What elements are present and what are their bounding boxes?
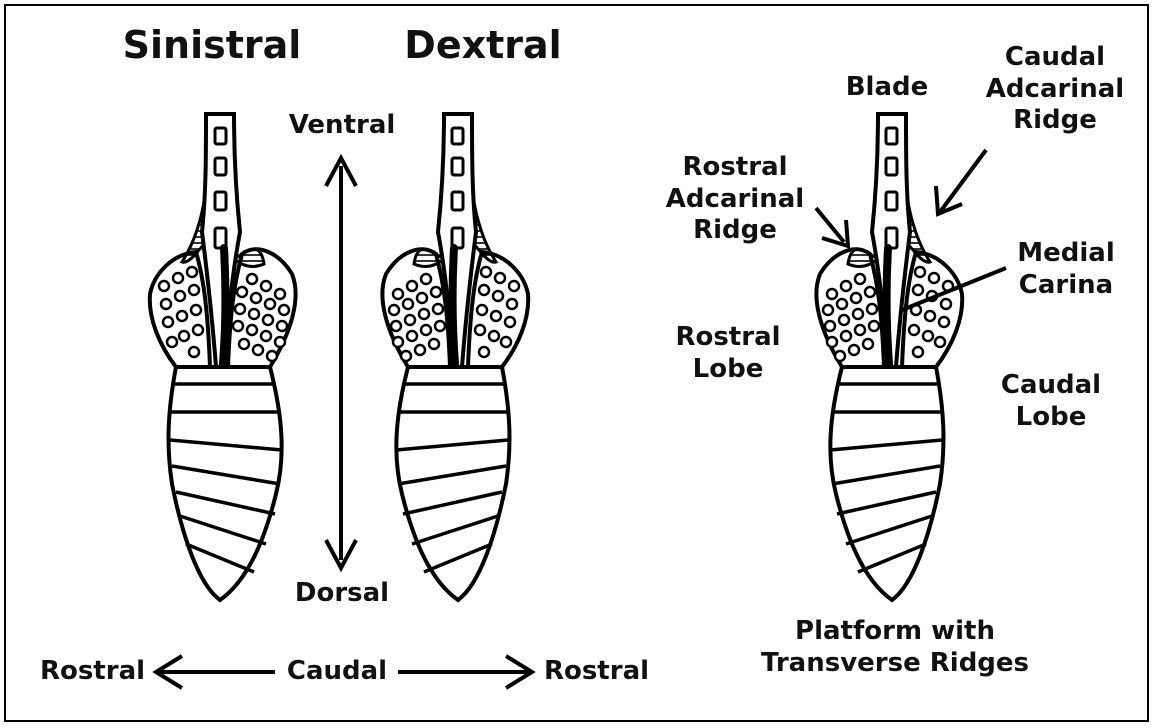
labeled-element [816, 114, 962, 600]
ventral-dorsal-arrow [326, 158, 356, 568]
rostral-adcarinal-ridge-label: Rostral Adcarinal Ridge [660, 152, 810, 247]
blade-label: Blade [832, 72, 942, 104]
medial-carina-label: Medial Carina [996, 238, 1136, 301]
rostral-lobe-label: Rostral Lobe [658, 322, 798, 385]
caudal-label: Caudal [278, 656, 396, 688]
caudal-adcarinal-ridge-label: Caudal Adcarinal Ridge [960, 42, 1150, 137]
sinistral-title: Sinistral [112, 22, 312, 68]
dorsal-label: Dorsal [272, 578, 412, 610]
dextral-title: Dextral [383, 22, 583, 68]
platform-label: Platform with Transverse Ridges [750, 616, 1040, 679]
sinistral-element [150, 114, 296, 600]
ventral-label: Ventral [272, 110, 412, 142]
rostral-right-label: Rostral [534, 656, 659, 688]
dextral-element [382, 114, 528, 600]
caudal-lobe-label: Caudal Lobe [986, 370, 1116, 433]
rostral-left-label: Rostral [30, 656, 155, 688]
